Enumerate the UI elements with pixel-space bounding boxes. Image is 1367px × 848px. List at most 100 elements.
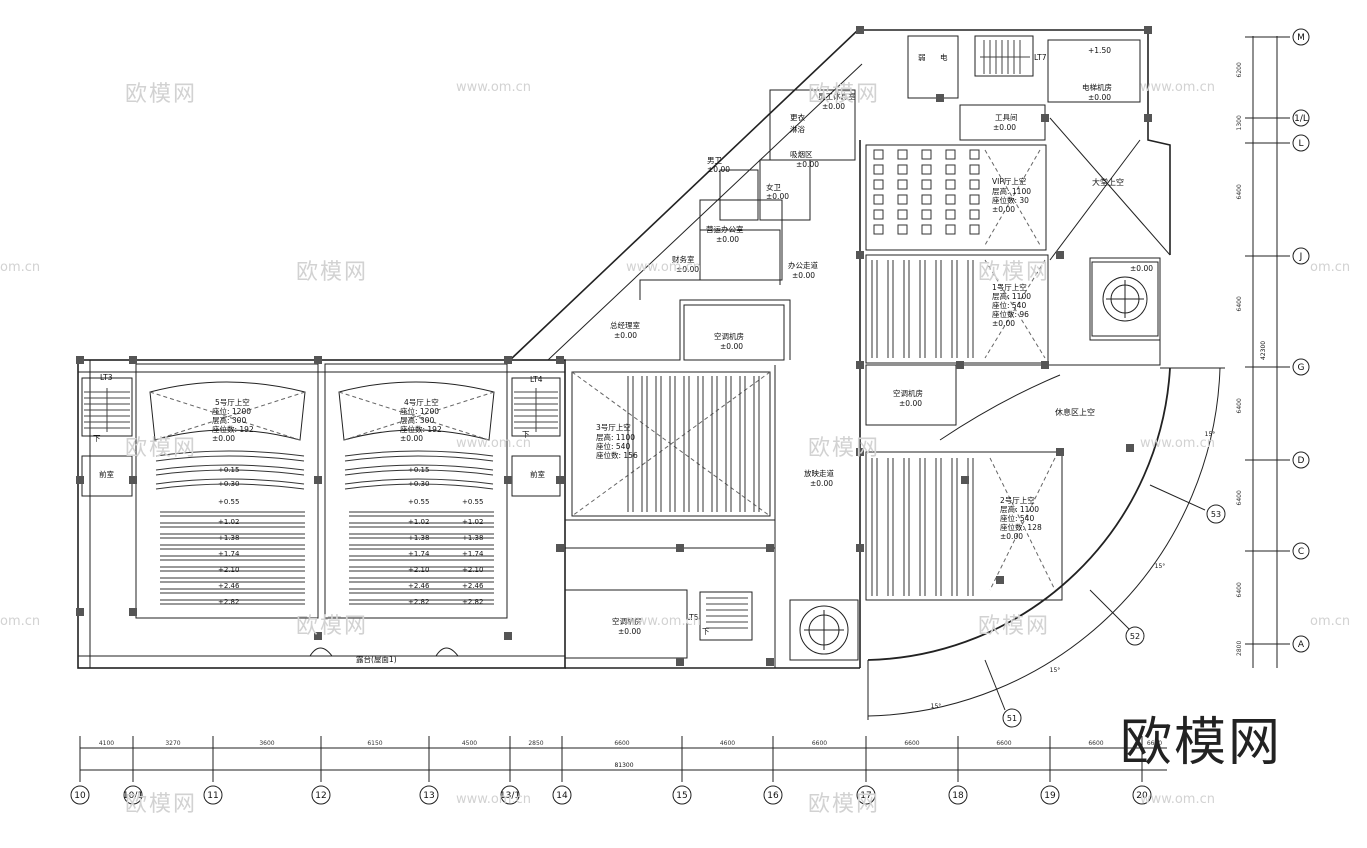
grid-axis-label: G — [1298, 363, 1305, 373]
elevation-label: +0.30 — [408, 480, 429, 488]
grid-axis-label: L — [1298, 139, 1303, 149]
axis-bubble — [1292, 247, 1310, 265]
column — [856, 544, 864, 552]
elevator-room-label: 电梯机房 — [1082, 82, 1112, 92]
hall-5 — [135, 363, 319, 619]
column — [76, 476, 84, 484]
svg-text:15°: 15° — [931, 703, 942, 710]
vip-seat — [873, 164, 884, 175]
hall-4 — [324, 363, 508, 619]
stair-lt5 — [699, 591, 753, 641]
svg-text:层高: 1100: 层高: 1100 — [992, 186, 1031, 196]
svg-text:±0.00: ±0.00 — [1130, 264, 1153, 273]
right-total: 42300 — [1260, 341, 1267, 360]
axis-bubble — [1132, 785, 1152, 805]
terrace-label: 露台(屋面1) — [356, 654, 397, 664]
svg-text:座位数: 156: 座位数: 156 — [596, 450, 638, 460]
axis-bubble — [1292, 109, 1310, 127]
column — [1126, 444, 1134, 452]
dimension-span: 6400 — [1236, 582, 1243, 597]
vip-seat — [945, 224, 956, 235]
column — [314, 632, 322, 640]
locker-label: 更衣 — [790, 112, 805, 122]
column — [1041, 361, 1049, 369]
column — [956, 361, 964, 369]
elevation-label: +2.82 — [218, 598, 239, 606]
hall3-name: 3号厅上空 — [596, 422, 631, 432]
vip-seat — [945, 209, 956, 220]
arc-facade — [867, 367, 1171, 661]
svg-text:层高: 300: 层高: 300 — [400, 415, 434, 425]
dimension-span: 6400 — [1236, 398, 1243, 413]
svg-text:±0.00: ±0.00 — [707, 165, 730, 174]
vip-seat — [873, 179, 884, 190]
smoke-area-label: 吸烟区 — [790, 150, 813, 159]
column — [856, 251, 864, 259]
vip-seat — [873, 224, 884, 235]
dimension-span: 2800 — [1236, 641, 1243, 656]
elevation-label: +2.10 — [408, 566, 429, 574]
dimension-span: 6400 — [1236, 296, 1243, 311]
column — [766, 544, 774, 552]
dimension-span: 6600 — [1147, 740, 1162, 747]
axis-bubble — [1292, 635, 1310, 653]
elevation-label: +1.02 — [408, 518, 429, 526]
axis-bubble — [1292, 542, 1310, 560]
svg-text:座位: 540: 座位: 540 — [992, 300, 1026, 310]
vip-seat — [921, 164, 932, 175]
svg-text:层高: 300: 层高: 300 — [212, 415, 246, 425]
column — [504, 476, 512, 484]
ac1-label: 空调机房 — [714, 331, 744, 341]
elevation-label: +1.02 — [462, 518, 483, 526]
svg-text:座位数: 30: 座位数: 30 — [992, 195, 1029, 205]
vip-seat — [921, 194, 932, 205]
wc-female-label: 女卫 — [766, 182, 781, 192]
rest-area-label: 休息区上空 — [1055, 407, 1095, 417]
svg-text:座位数: 192: 座位数: 192 — [212, 424, 254, 434]
dimension-span: 6200 — [1236, 62, 1243, 77]
column — [1056, 251, 1064, 259]
grid-axis-label: 17 — [860, 791, 871, 801]
dimension-span: 6600 — [1088, 740, 1103, 747]
dimension-span: 6600 — [812, 740, 827, 747]
axis-bubble — [203, 785, 223, 805]
svg-text:层高: 1100: 层高: 1100 — [1000, 504, 1039, 514]
vip-seat — [969, 149, 980, 160]
lobby-label: 大堂上空 — [1092, 177, 1124, 187]
finance-label: 财务室 — [672, 254, 695, 264]
grid-axis-label: 10 — [74, 791, 86, 801]
axis-bubble — [672, 785, 692, 805]
elevation-label: +0.55 — [408, 498, 429, 506]
axis-bubble — [1292, 28, 1310, 46]
vip-seat — [897, 179, 908, 190]
svg-text:下: 下 — [522, 430, 530, 439]
svg-text:座位数: 96: 座位数: 96 — [992, 309, 1029, 319]
axis-bubble — [1292, 451, 1310, 469]
ac-room-1 — [683, 304, 785, 361]
column — [936, 94, 944, 102]
elevation-label: +1.74 — [218, 550, 240, 558]
elevation-label: +0.30 — [218, 480, 239, 488]
column — [129, 356, 137, 364]
svg-text:15°: 15° — [1155, 563, 1166, 570]
hall-vip — [865, 144, 1047, 251]
weak-current-label: 弱 — [918, 53, 926, 62]
grid-axis-label: 15 — [676, 791, 687, 801]
column — [856, 361, 864, 369]
column-fountain-south — [789, 599, 859, 661]
svg-text:+1.50: +1.50 — [1088, 46, 1111, 55]
column — [129, 608, 137, 616]
grid-axis-label: 1/L — [1294, 114, 1308, 124]
axis-bubble — [1292, 134, 1310, 152]
svg-text:±0.00: ±0.00 — [1088, 93, 1111, 102]
vip-seat — [969, 194, 980, 205]
ac3-label: 空调机房 — [612, 616, 642, 626]
staff-room-label: 员工休息室 — [818, 91, 856, 101]
grid-axis-label: 11 — [207, 791, 218, 801]
svg-text:±0.00: ±0.00 — [993, 123, 1016, 132]
svg-text:±0.00: ±0.00 — [618, 627, 641, 636]
grid-axis-label: M — [1297, 33, 1305, 43]
stair-lt7 — [974, 35, 1034, 77]
grid-axis-label: J — [1299, 252, 1303, 262]
vip-seat — [897, 224, 908, 235]
